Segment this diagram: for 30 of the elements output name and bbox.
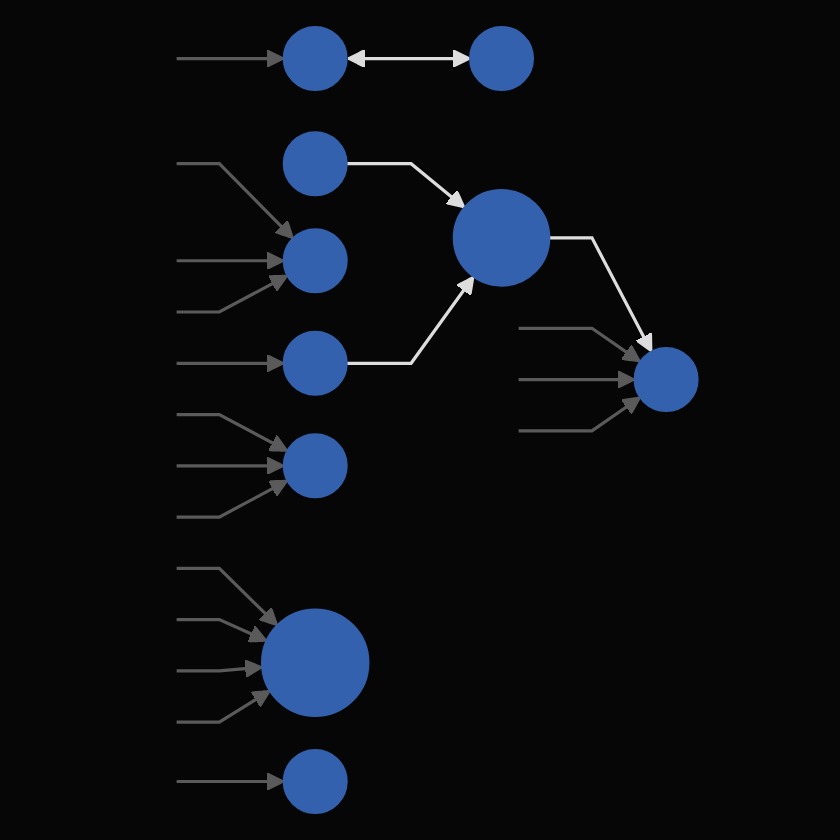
arrow: [346, 275, 475, 365]
arrow: [176, 617, 268, 643]
arrow: [518, 370, 636, 389]
node-circle: [261, 608, 370, 717]
arrow: [176, 456, 285, 476]
node-circle: [282, 26, 348, 92]
arrow: [176, 479, 289, 519]
node-circle: [282, 228, 348, 294]
arrow: [346, 49, 471, 68]
node-circle: [469, 26, 535, 92]
arrow: [176, 49, 285, 68]
arrow: [518, 396, 642, 433]
arrow: [176, 251, 285, 271]
arrow: [176, 353, 285, 373]
arrow: [346, 162, 466, 209]
node-circle: [452, 189, 551, 287]
node-circle: [282, 433, 348, 499]
node-circle: [282, 131, 348, 197]
arrow: [176, 274, 289, 314]
node-circle: [282, 330, 348, 396]
arrow: [549, 236, 653, 353]
node-circle: [282, 748, 348, 814]
arrow: [176, 412, 289, 452]
arrow: [518, 326, 642, 363]
node-circle: [633, 347, 699, 413]
arrow: [176, 689, 271, 724]
arrow: [176, 566, 279, 627]
arrow: [176, 659, 264, 678]
arrow: [176, 162, 294, 240]
arrow: [176, 772, 285, 791]
